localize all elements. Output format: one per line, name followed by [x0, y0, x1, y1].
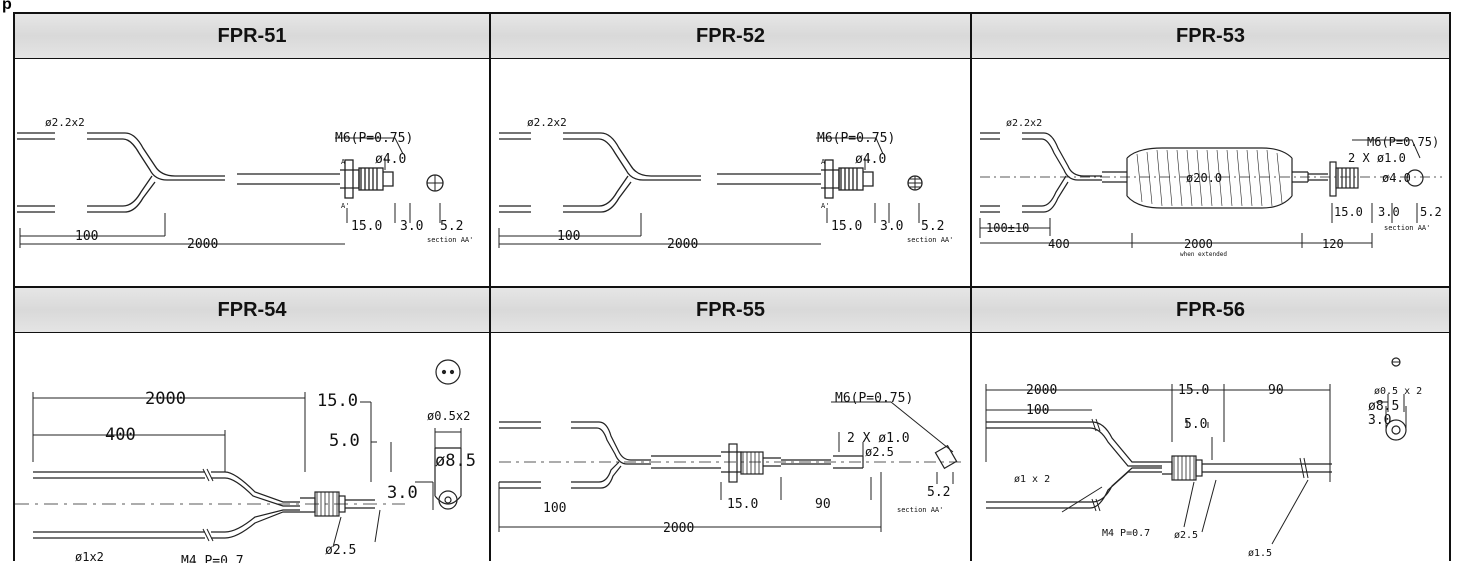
- dimension-label: 5.0: [329, 431, 360, 451]
- diameter-label: ø2.2x2: [45, 116, 85, 129]
- dimension-label: 3.0: [1368, 413, 1391, 428]
- fpr-55-drawing: M6(P=0.75) 2 X ø1.0 ø2.5 15.0 90 5.2 sec…: [498, 391, 961, 536]
- dimension-label: 5.2: [927, 485, 950, 500]
- panel-title: FPR-56: [1176, 299, 1245, 321]
- holes-label: 2 X ø1.0: [847, 431, 910, 446]
- diameter-label: ø2.5: [865, 445, 894, 459]
- diameter-label: ø8.5: [1368, 399, 1399, 414]
- length-label: 400: [105, 425, 136, 445]
- sensor-drawing-grid: FPR-51 ø2.2x2 M6(P=0.75) ø4.0 15.0 3.0 5…: [13, 12, 1451, 563]
- fpr-53-drawing: ø2.2x2 M6(P=0.75) 2 X ø1.0 ø4.0 ø20.0 15…: [979, 118, 1442, 258]
- diameter-label: ø4.0: [1382, 171, 1411, 185]
- panel-title: FPR-55: [696, 299, 765, 321]
- fpr-54-drawing: 2000 400 15.0 5.0 3.0 ø0.5x2 ø8.5 ø1x2 M…: [15, 359, 476, 563]
- note-label: when extended: [1180, 251, 1227, 258]
- panel-fpr-56: FPR-56 2000: [972, 288, 1449, 563]
- dimension-label: 5.2: [1420, 205, 1442, 219]
- diameter-label: ø8.5: [435, 451, 476, 471]
- diameter-label: ø4.0: [375, 152, 406, 167]
- dimension-label: 5.2: [921, 219, 944, 234]
- diameter-label: ø20.0: [1186, 171, 1222, 185]
- diameter-label: ø2.5: [325, 543, 356, 558]
- length-label: 100: [543, 501, 566, 516]
- panel-header: FPR-54: [15, 288, 489, 333]
- diameter-label: ø4.0: [855, 152, 886, 167]
- dimension-label: 90: [1268, 383, 1284, 398]
- dimension-label: 3.0: [880, 219, 903, 234]
- panel-header: FPR-53: [972, 14, 1449, 59]
- thread-label: M6(P=0.75): [1367, 135, 1439, 149]
- length-label: 2000: [145, 389, 186, 409]
- panel-title: FPR-53: [1176, 25, 1245, 47]
- panel-title: FPR-54: [217, 299, 287, 321]
- diameter-label: ø1 x 2: [1014, 474, 1050, 485]
- length-label: 100±10: [986, 221, 1029, 235]
- panel-header: FPR-51: [15, 14, 489, 59]
- length-label: 400: [1048, 237, 1070, 251]
- fpr-51-drawing: ø2.2x2 M6(P=0.75) ø4.0 15.0 3.0 5.2 sect…: [17, 116, 473, 252]
- panel-header: FPR-55: [491, 288, 970, 333]
- dimension-label: 5.2: [440, 219, 463, 234]
- section-label: section AA': [907, 236, 953, 244]
- column-divider: [970, 14, 972, 561]
- diameter-label: ø1.5: [1248, 548, 1272, 559]
- dimension-label: 15.0: [727, 497, 758, 512]
- length-label: 100: [75, 229, 98, 244]
- thread-label: M6(P=0.75): [817, 131, 895, 146]
- panel-fpr-52: FPR-52 ø2.2x2 M6(P=0.75) ø4.0 15.0 3.0 5…: [491, 14, 970, 286]
- panel-header: FPR-52: [491, 14, 970, 59]
- row-divider: [15, 286, 1449, 288]
- dimension-label: 15.0: [1178, 383, 1209, 398]
- diameter-label: ø0.5 x 2: [1374, 386, 1422, 397]
- fpr-52-drawing: ø2.2x2 M6(P=0.75) ø4.0 15.0 3.0 5.2 sect…: [498, 116, 953, 252]
- section-label: section AA': [1384, 224, 1430, 232]
- panel-fpr-53: FPR-53 ø2.2x2 M6(P=0.75) 2 X ø1.0 ø4.0 ø…: [972, 14, 1449, 286]
- length-label: 2000: [667, 237, 698, 252]
- panel-header: FPR-56: [972, 288, 1449, 333]
- fpr-56-drawing: 2000 100 15.0 90 5.0 ø0.5 x 2 ø8.5 3.0 ø…: [985, 357, 1422, 559]
- length-label: 120: [1322, 237, 1344, 251]
- section-mark: A': [821, 202, 829, 210]
- length-label: 2000: [187, 237, 218, 252]
- section-label: section AA': [897, 506, 943, 514]
- dimension-label: 15.0: [351, 219, 382, 234]
- dimension-label: 3.0: [400, 219, 423, 234]
- thread-label: M4 P=0.7: [1102, 528, 1150, 539]
- dimension-label: 3.0: [1378, 205, 1400, 219]
- dimension-label: 3.0: [387, 483, 418, 503]
- panel-title: FPR-52: [696, 25, 765, 47]
- length-label: 2000: [1184, 237, 1213, 251]
- column-divider: [489, 14, 491, 561]
- length-label: 2000: [1026, 383, 1057, 398]
- dimension-label: 90: [815, 497, 831, 512]
- diameter-label: ø1x2: [75, 550, 104, 563]
- diameter-label: ø0.5x2: [427, 409, 470, 423]
- section-label: section AA': [427, 236, 473, 244]
- dimension-label: 15.0: [831, 219, 862, 234]
- diameter-label: ø2.5: [1174, 530, 1198, 541]
- length-label: 2000: [663, 521, 694, 536]
- dimension-label: 15.0: [1334, 205, 1363, 219]
- panel-title: FPR-51: [217, 25, 287, 47]
- dimension-label: 5.0: [1184, 417, 1207, 432]
- length-label: 100: [557, 229, 580, 244]
- section-mark: A: [821, 158, 826, 166]
- thread-label: M6(P=0.75): [335, 131, 413, 146]
- holes-label: 2 X ø1.0: [1348, 151, 1406, 165]
- diameter-label: ø2.2x2: [527, 116, 567, 129]
- section-mark: A: [341, 158, 346, 166]
- panel-fpr-55: FPR-55 M6(P=0.75) 2 X ø1.0 ø2.5: [491, 288, 970, 563]
- dimension-label: 15.0: [317, 391, 358, 411]
- section-mark: A': [341, 202, 349, 210]
- thread-label: M4 P=0.7: [181, 554, 244, 563]
- panel-fpr-54: FPR-54: [15, 288, 489, 563]
- panel-fpr-51: FPR-51 ø2.2x2 M6(P=0.75) ø4.0 15.0 3.0 5…: [15, 14, 489, 286]
- diameter-label: ø2.2x2: [1006, 118, 1042, 129]
- thread-label: M6(P=0.75): [835, 391, 913, 406]
- page-label: p: [2, 0, 12, 13]
- length-label: 100: [1026, 403, 1049, 418]
